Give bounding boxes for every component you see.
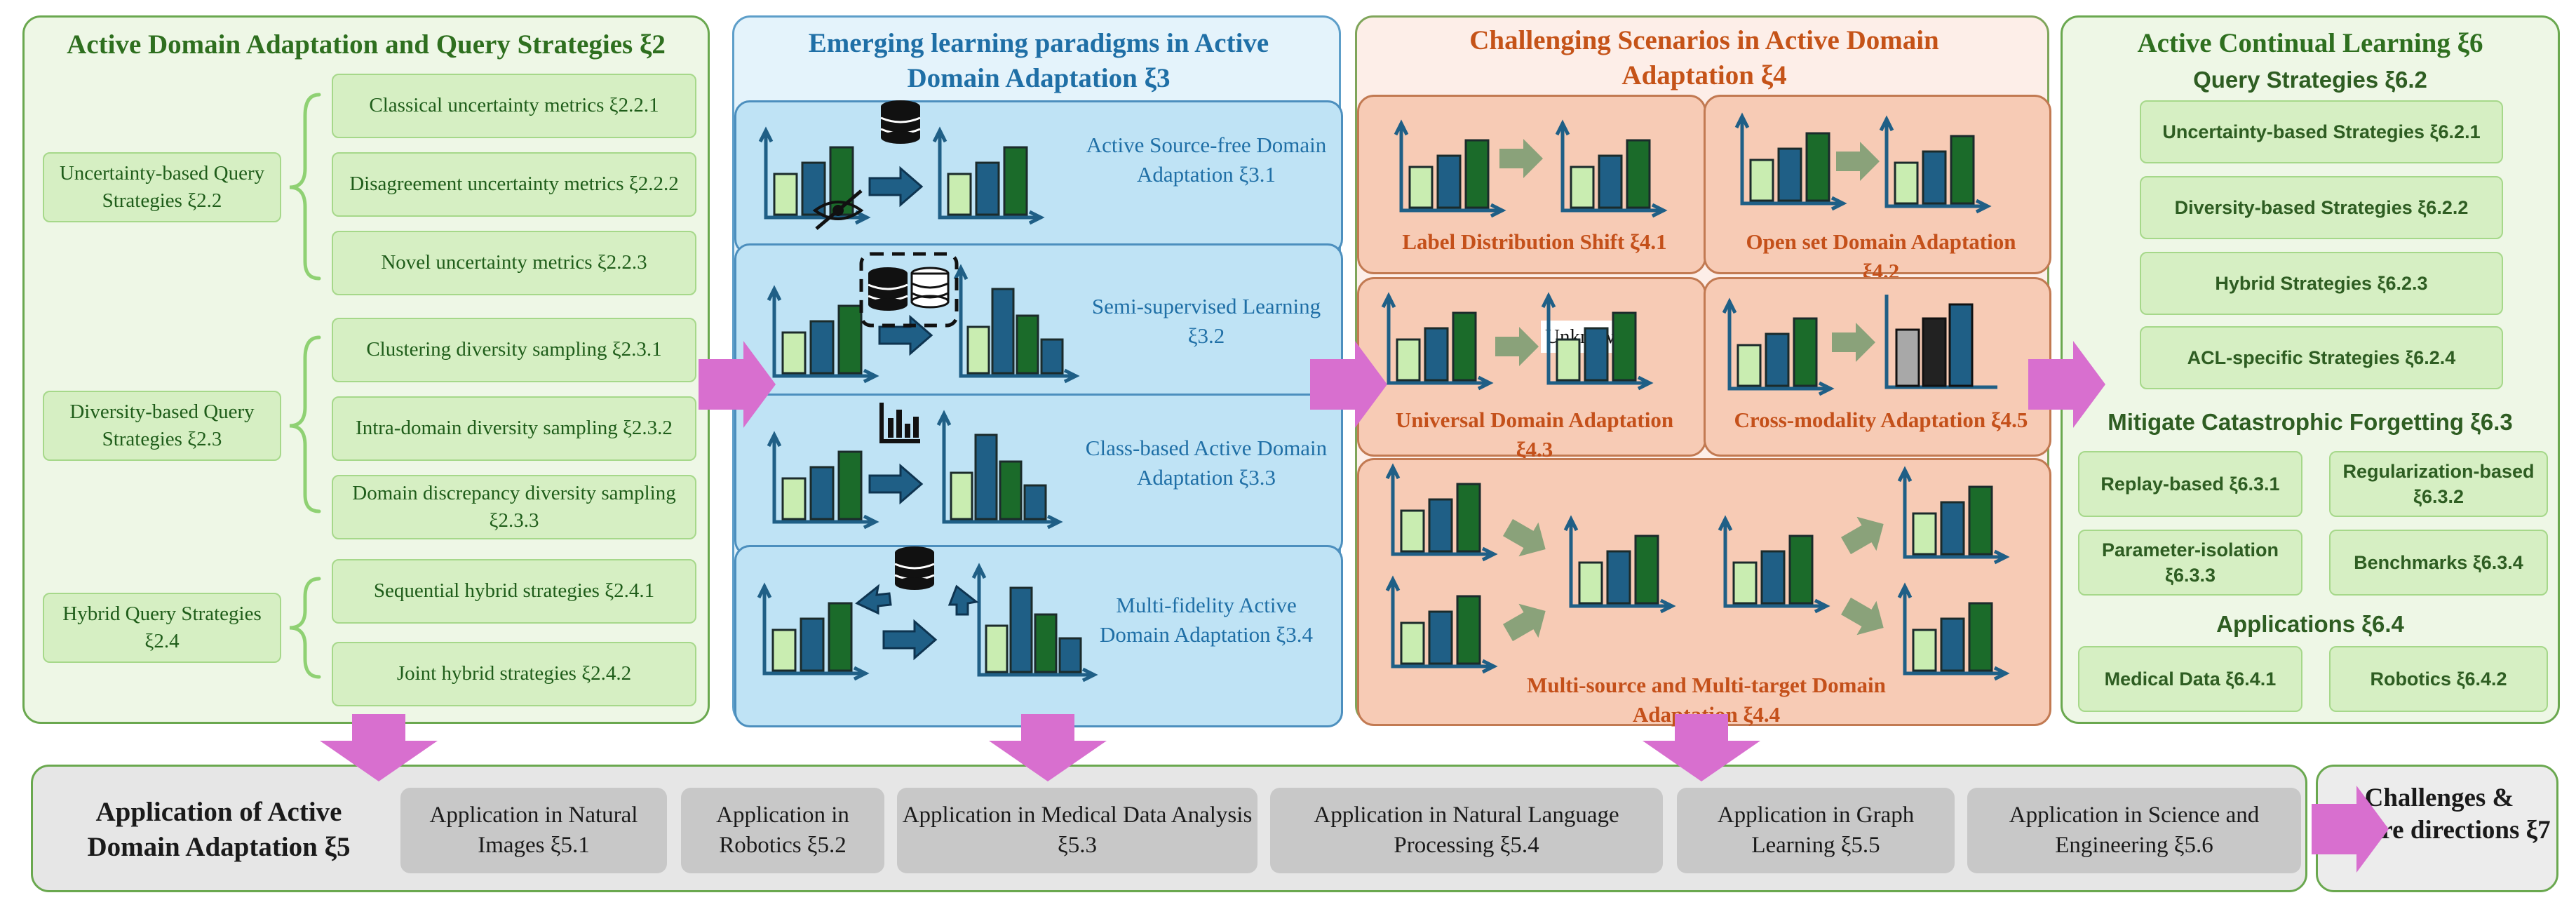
forget-item-1: Replay-based ξ6.3.1 [2078,451,2302,517]
hybrid-item-1: Sequential hybrid strategies ξ2.4.1 [332,559,696,624]
continual-learning-title: Active Continual Learning ξ6 [2137,28,2483,58]
application-natural-images: Application in Natural Images ξ5.1 [400,788,667,873]
scenario-label-2: Open set Domain Adaptation ξ4.2 [1746,229,2016,283]
acl-app-item-2: Robotics ξ6.4.2 [2329,646,2548,712]
acl-app-item-1: Medical Data ξ6.4.1 [2078,646,2302,712]
scenario-tile-multi: Multi-source and Multi-target Domain Ada… [1357,458,2051,727]
application-science: Application in Science and Engineering ξ… [1967,788,2301,873]
acl-query-item-4: ACL-specific Strategies ξ6.2.4 [2140,326,2503,389]
forget-item-4: Benchmarks ξ6.3.4 [2329,530,2548,596]
query-strategies-panel: Active Domain Adaptation and Query Strat… [22,15,710,724]
diversity-item-2: Intra-domain diversity sampling ξ2.3.2 [332,396,696,461]
forget-item-2: Regularization-based ξ6.3.2 [2329,451,2548,517]
scenario-label-4: Cross-modality Adaptation ξ4.5 [1734,408,2028,432]
applications-subtitle: Applications ξ6.4 [2216,611,2404,637]
diversity-group-label: Diversity-based Query Strategies ξ2.3 [43,391,281,461]
paradigm-label-1: Active Source-free Domain Adaptation ξ3.… [1086,133,1327,187]
challenging-scenarios-title: Challenging Scenarios in Active Domain A… [1469,25,1939,90]
application-graph: Application in Graph Learning ξ5.5 [1677,788,1955,873]
paradigm-label-2: Semi-supervised Learning ξ3.2 [1091,294,1321,348]
diversity-item-3: Domain discrepancy diversity sampling ξ2… [332,475,696,539]
application-robotics: Application in Robotics ξ5.2 [681,788,884,873]
challenging-scenarios-panel: Challenging Scenarios in Active Domain A… [1355,15,2051,727]
scenario-tile-cross-modality: Cross-modality Adaptation ξ4.5 [1704,277,2051,457]
diversity-item-1: Clustering diversity sampling ξ2.3.1 [332,318,696,382]
uncertainty-item-1: Classical uncertainty metrics ξ2.2.1 [332,74,696,138]
hybrid-group-label: Hybrid Query Strategies ξ2.4 [43,593,281,663]
emerging-paradigms-title: Emerging learning paradigms in Active Do… [808,28,1269,93]
forget-item-3: Parameter-isolation ξ6.3.3 [2078,530,2302,596]
acl-query-item-3: Hybrid Strategies ξ6.2.3 [2140,252,2503,315]
acl-query-item-1: Uncertainty-based Strategies ξ6.2.1 [2140,100,2503,163]
paradigm-label-4: Multi-fidelity Active Domain Adaptation … [1100,593,1313,647]
scenario-label-5: Multi-source and Multi-target Domain Ada… [1527,673,1886,727]
applications-bar: Application of Active Domain Adaptation … [31,765,2307,892]
applications-title: Application of Active Domain Adaptation … [87,797,351,862]
query-strategies-title: Active Domain Adaptation and Query Strat… [67,29,666,60]
continual-learning-panel: Active Continual Learning ξ6 Query Strat… [2061,15,2560,724]
scenario-label-1: Label Distribution Shift ξ4.1 [1402,229,1667,254]
application-medical: Application in Medical Data Analysis ξ5.… [897,788,1257,873]
uncertainty-item-3: Novel uncertainty metrics ξ2.2.3 [332,231,696,295]
paradigm-label-3: Class-based Active Domain Adaptation ξ3.… [1085,436,1328,490]
hybrid-item-2: Joint hybrid strategies ξ2.4.2 [332,642,696,706]
scenario-label-3: Universal Domain Adaptation ξ4.3 [1395,408,1674,462]
acl-query-item-2: Diversity-based Strategies ξ6.2.2 [2140,176,2503,239]
braces [289,93,321,679]
forgetting-subtitle: Mitigate Catastrophic Forgetting ξ6.3 [2108,409,2513,435]
uncertainty-group-label: Uncertainty-based Query Strategies ξ2.2 [43,152,281,222]
query-strategies-subtitle: Query Strategies ξ6.2 [2193,67,2427,93]
uncertainty-item-2: Disagreement uncertainty metrics ξ2.2.2 [332,152,696,217]
application-nlp: Application in Natural Language Processi… [1270,788,1663,873]
